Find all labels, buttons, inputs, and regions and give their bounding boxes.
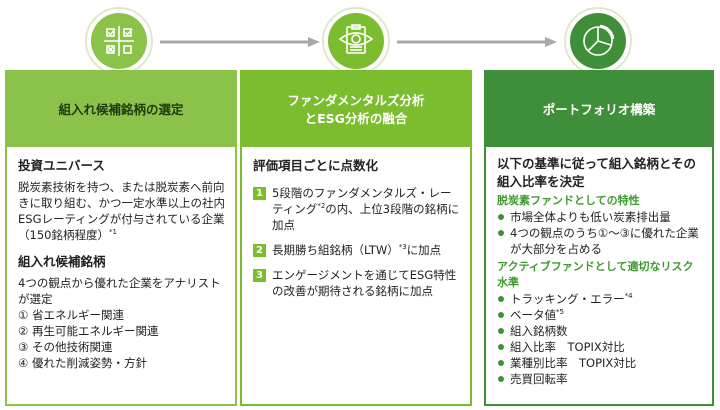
column1-header: 組入れ候補銘柄の選定 bbox=[7, 72, 235, 147]
investment-universe-title: 投資ユニバース bbox=[18, 158, 105, 173]
list-item: トラッキング・エラー*4 bbox=[497, 291, 702, 307]
step-text: 長期勝ち組銘柄（LTW）*3に加点 bbox=[272, 243, 442, 257]
column-candidate-selection: 組入れ候補銘柄の選定 投資ユニバース 脱炭素技術を持つ、または脱炭素へ前向きに取… bbox=[5, 70, 237, 406]
list-item: 組入銘柄数 bbox=[497, 323, 702, 339]
decarbon-subtitle: 脱炭素ファンドとしての特性 bbox=[497, 194, 640, 207]
step-text: 5段階のファンダメンタルズ・レーティング*2の内、上位3段階の銘柄に加点 bbox=[272, 186, 460, 232]
step2-icon-circle bbox=[322, 7, 390, 75]
candidate-stocks-title: 組入れ候補銘柄 bbox=[18, 254, 106, 269]
column-analysis-fusion: ファンダメンタルズ分析とESG分析の融合 評価項目ごとに点数化 1 5段階のファ… bbox=[240, 70, 472, 406]
column2-header: ファンダメンタルズ分析とESG分析の融合 bbox=[242, 72, 470, 147]
scoring-step: 3 エンゲージメントを通じてESG特性の改善が期待される銘柄に加点 bbox=[253, 267, 460, 299]
criteria-title: 以下の基準に従って組入銘柄とその組入比率を決定 bbox=[497, 156, 697, 189]
list-item: 組入比率 TOPIX対比 bbox=[497, 339, 702, 355]
pie-chart-icon bbox=[583, 24, 615, 56]
step3-icon-circle bbox=[564, 7, 632, 75]
column2-body: 評価項目ごとに点数化 1 5段階のファンダメンタルズ・レーティング*2の内、上位… bbox=[242, 147, 470, 408]
scoring-step: 2 長期勝ち組銘柄（LTW）*3に加点 bbox=[253, 242, 460, 258]
column3-header: ポートフォリオ構築 bbox=[486, 72, 712, 147]
scoring-title: 評価項目ごとに点数化 bbox=[253, 158, 379, 173]
step-number: 1 bbox=[253, 187, 266, 200]
scoring-step: 1 5段階のファンダメンタルズ・レーティング*2の内、上位3段階の銘柄に加点 bbox=[253, 185, 460, 233]
investment-universe-text: 脱炭素技術を持つ、または脱炭素へ前向きに取り組む、かつ一定水準以上の社内ESGレ… bbox=[18, 180, 225, 242]
viewpoint-list: ① 省エネルギー関連 ② 再生可能エネルギー関連 ③ その他技術関連 ④ 優れた… bbox=[18, 307, 225, 371]
arrow-1 bbox=[160, 37, 320, 47]
list-item: ① 省エネルギー関連 bbox=[18, 308, 124, 322]
column3-body: 以下の基準に従って組入銘柄とその組入比率を決定 脱炭素ファンドとしての特性 市場… bbox=[486, 147, 712, 408]
risk-level-subtitle: アクティブファンドとして適切なリスク水準 bbox=[497, 260, 694, 289]
list-item: 業種別比率 TOPIX対比 bbox=[497, 355, 702, 371]
column1-body: 投資ユニバース 脱炭素技術を持つ、または脱炭素へ前向きに取り組む、かつ一定水準以… bbox=[7, 147, 235, 408]
list-item: 市場全体よりも低い炭素排出量 bbox=[497, 209, 702, 225]
list-item: ④ 優れた削減姿勢・方針 bbox=[18, 356, 147, 370]
list-item: ベータ値*5 bbox=[497, 307, 702, 323]
step-text: エンゲージメントを通じてESG特性の改善が期待される銘柄に加点 bbox=[272, 268, 457, 298]
list-item: ② 再生可能エネルギー関連 bbox=[18, 324, 159, 338]
list-item: ③ その他技術関連 bbox=[18, 340, 113, 354]
candidate-stocks-text: 4つの観点から優れた企業をアナリストが選定 bbox=[18, 276, 221, 306]
arrow-2 bbox=[397, 37, 557, 47]
eye-clipboard-icon bbox=[338, 24, 374, 54]
step-number: 2 bbox=[253, 244, 266, 257]
list-item: 4つの観点のうち①～③に優れた企業が大部分を占める bbox=[497, 225, 702, 257]
list-item: 売買回転率 bbox=[497, 371, 702, 387]
step1-icon-circle bbox=[85, 7, 153, 75]
step-number: 3 bbox=[253, 269, 266, 282]
column-portfolio-construction: ポートフォリオ構築 以下の基準に従って組入銘柄とその組入比率を決定 脱炭素ファン… bbox=[484, 70, 714, 406]
checklist-grid-icon bbox=[104, 26, 134, 56]
